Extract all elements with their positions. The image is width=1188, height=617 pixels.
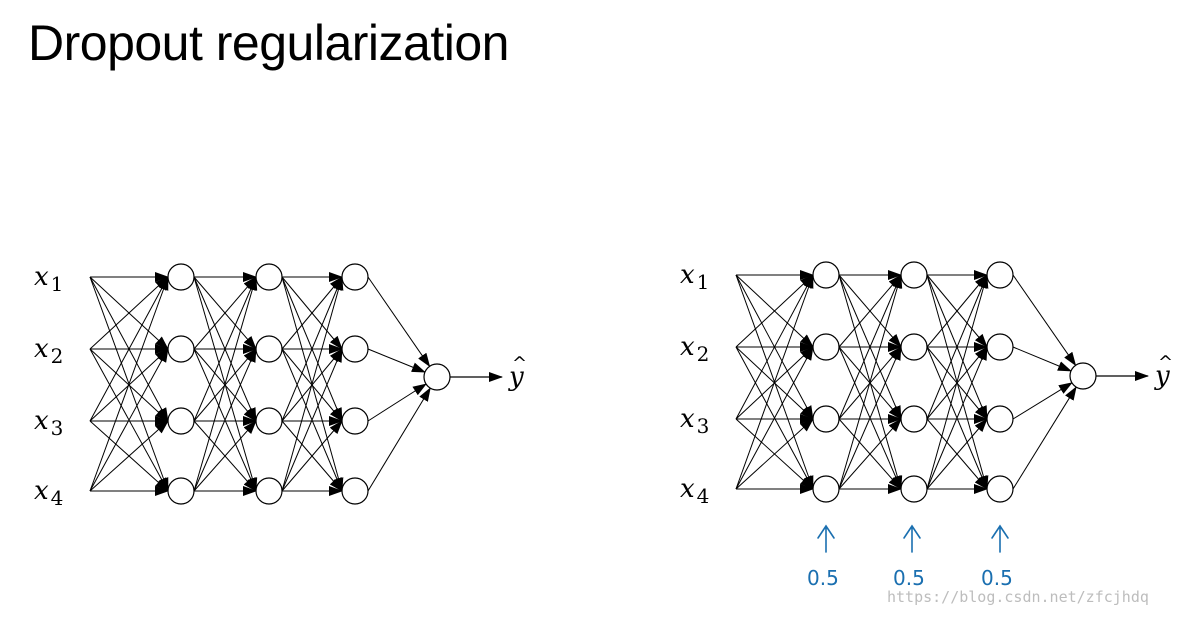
edge <box>735 346 814 490</box>
hidden-node <box>341 335 369 363</box>
edge <box>193 276 257 350</box>
keep-prob-arrow <box>903 524 921 553</box>
hidden-node <box>812 333 840 361</box>
edge <box>1012 346 1072 372</box>
edge <box>838 274 903 490</box>
edge <box>89 420 169 492</box>
edge <box>367 387 431 492</box>
edge <box>367 383 427 422</box>
dropout-annotations: 0.5 0.5 0.5 <box>807 524 1013 590</box>
hidden-node <box>986 405 1014 433</box>
output-label-yhat: y <box>508 362 524 392</box>
hidden-node <box>255 263 283 291</box>
output-hat-mark: ^ <box>512 353 527 374</box>
keep-prob-label: 0.5 <box>807 566 839 590</box>
hidden-node <box>167 407 195 435</box>
edge <box>281 276 344 492</box>
edge <box>926 274 988 420</box>
edge <box>1012 386 1077 490</box>
edge <box>367 348 426 373</box>
edge <box>193 420 257 492</box>
watermark-text: https://blog.csdn.net/zfcjhdq <box>887 588 1149 606</box>
edge <box>193 276 258 492</box>
edge <box>735 274 814 420</box>
edge <box>281 276 343 422</box>
edge <box>926 274 989 490</box>
edge <box>89 276 169 492</box>
edge <box>193 276 257 422</box>
hidden-node <box>900 475 928 503</box>
edge <box>838 274 902 420</box>
hidden-node <box>900 261 928 289</box>
hidden-node <box>167 335 195 363</box>
hidden-node <box>255 335 283 363</box>
edge <box>926 346 988 490</box>
hidden-node <box>167 477 195 505</box>
keep-prob-arrow <box>991 524 1009 553</box>
edge <box>89 348 169 492</box>
hidden-node <box>900 405 928 433</box>
edge <box>735 418 814 490</box>
edge <box>281 276 343 350</box>
edge <box>838 418 902 490</box>
edge <box>89 276 169 350</box>
edge <box>926 274 988 348</box>
edge <box>281 420 343 492</box>
edge <box>838 274 902 348</box>
output-hat-mark: ^ <box>1158 352 1173 373</box>
keep-prob-label: 0.5 <box>893 566 925 590</box>
keep-prob-arrow <box>817 524 835 553</box>
hidden-node <box>255 407 283 435</box>
edge <box>926 418 988 490</box>
hidden-node <box>255 477 283 505</box>
edge <box>367 276 431 368</box>
keep-prob-label: 0.5 <box>981 566 1013 590</box>
edge <box>193 348 257 492</box>
page-title: Dropout regularization <box>28 15 509 71</box>
hidden-node <box>341 477 369 505</box>
hidden-node <box>167 263 195 291</box>
edge <box>1012 274 1077 367</box>
hidden-node <box>812 405 840 433</box>
hidden-node <box>341 407 369 435</box>
hidden-node <box>986 261 1014 289</box>
output-node <box>423 363 451 391</box>
edge <box>838 346 902 490</box>
edge <box>735 274 814 490</box>
output-node <box>1069 362 1097 390</box>
hidden-node <box>900 333 928 361</box>
edge <box>735 274 814 348</box>
hidden-node <box>812 261 840 289</box>
hidden-node <box>812 475 840 503</box>
hidden-node <box>341 263 369 291</box>
hidden-node <box>986 333 1014 361</box>
hidden-node <box>986 475 1014 503</box>
edge <box>89 276 169 422</box>
edge <box>1012 382 1073 420</box>
output-label-yhat: y <box>1154 361 1170 391</box>
edge <box>281 348 343 492</box>
